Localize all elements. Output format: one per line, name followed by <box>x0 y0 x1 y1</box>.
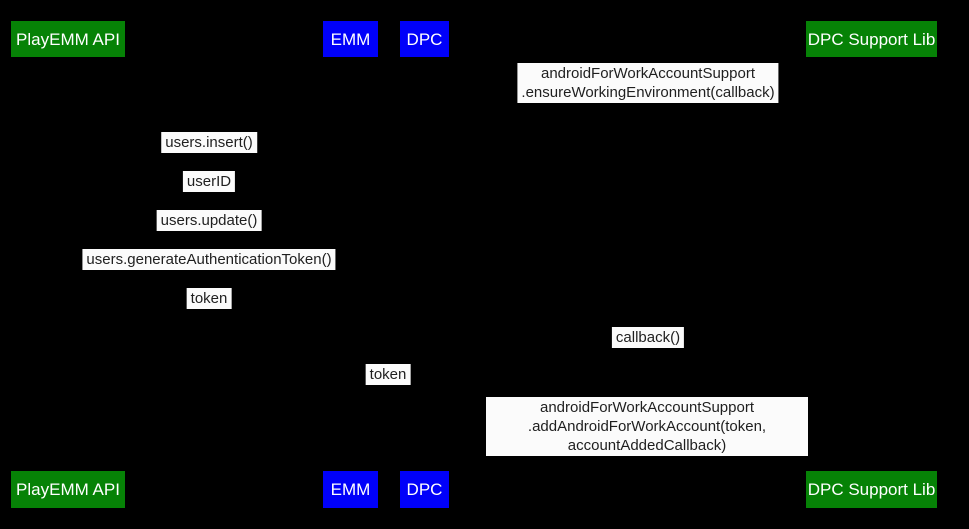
message-callback: callback() <box>611 327 685 348</box>
message-token-middle: token <box>365 364 411 385</box>
actor-dpc-bottom: DPC <box>400 471 449 508</box>
message-token-left: token <box>186 288 232 309</box>
actor-emm-top: EMM <box>323 21 378 57</box>
actor-dpc-support-lib-top: DPC Support Lib <box>806 21 937 57</box>
actor-dpc-top: DPC <box>400 21 449 57</box>
actor-playemm-api-top: PlayEMM API <box>11 21 125 57</box>
actor-dpc-support-lib-bottom: DPC Support Lib <box>806 471 937 508</box>
message-ensure-working-environment: androidForWorkAccountSupport .ensureWork… <box>517 63 779 103</box>
message-users-insert: users.insert() <box>161 132 257 153</box>
message-users-update: users.update() <box>156 210 262 231</box>
actor-playemm-api-bottom: PlayEMM API <box>11 471 125 508</box>
message-userid: userID <box>182 171 236 192</box>
message-add-android-for-work-account: androidForWorkAccountSupport .addAndroid… <box>486 397 808 456</box>
message-generate-authentication-token: users.generateAuthenticationToken() <box>82 249 336 270</box>
actor-emm-bottom: EMM <box>323 471 378 508</box>
